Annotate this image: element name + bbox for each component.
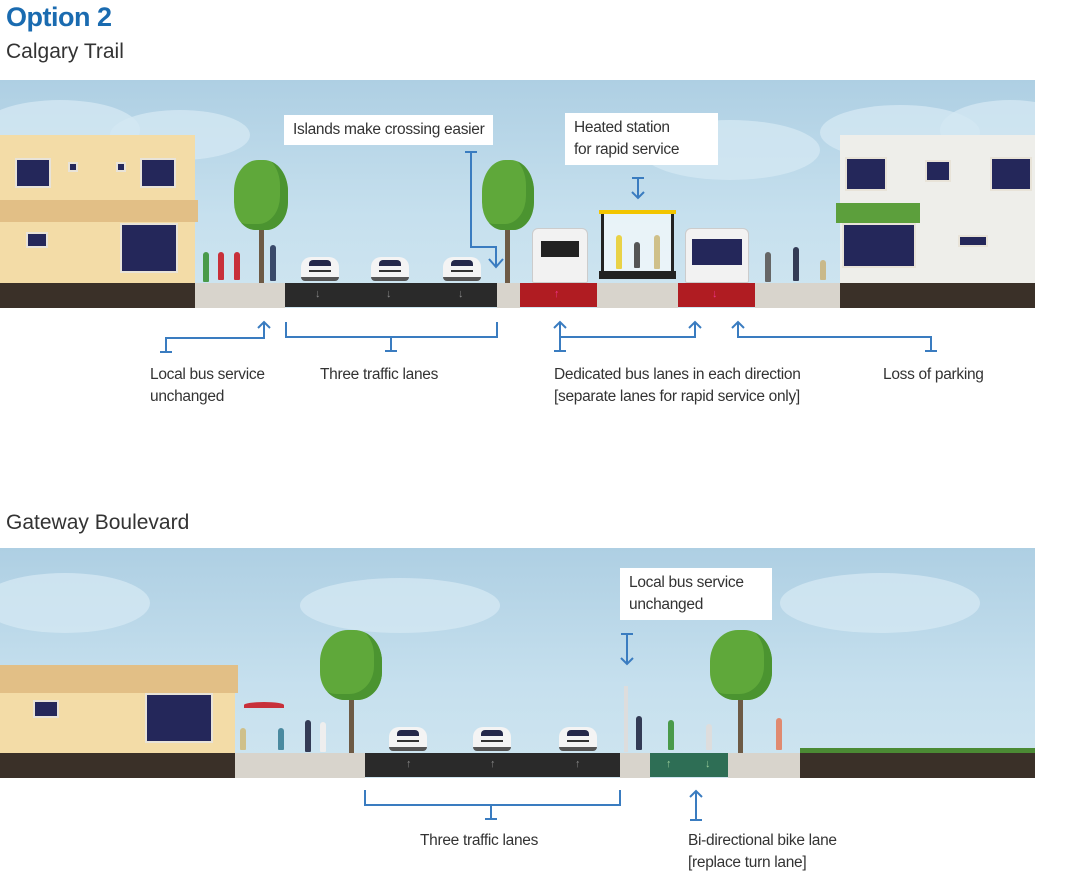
awning <box>0 200 198 222</box>
bus-rear <box>532 228 588 283</box>
bike-lane-pointer <box>689 789 703 821</box>
label-line: Bi-directional bike lane <box>688 832 837 849</box>
sidewalk <box>235 753 365 778</box>
traffic-bracket <box>285 322 498 352</box>
traffic-lanes <box>285 283 497 307</box>
local-bus-callout: Local bus service unchanged <box>620 568 772 620</box>
label-line: unchanged <box>150 388 225 405</box>
traffic-lanes-label: Three traffic lanes <box>320 366 439 383</box>
bus-lanes-bracket <box>553 320 702 352</box>
car <box>389 727 427 751</box>
bus-lane-north <box>520 283 597 307</box>
green-awning <box>836 203 920 223</box>
islands-callout: Islands make crossing easier <box>284 115 494 145</box>
label-line: [replace turn lane] <box>688 854 807 871</box>
callout-line: Local bus service <box>629 574 744 591</box>
car <box>301 257 339 281</box>
bike-lane <box>650 753 728 777</box>
car <box>559 727 597 751</box>
label-line: Local bus service <box>150 366 265 383</box>
gateway-boulevard-cross-section: ↑↑↑ ↑↓ <box>0 548 1035 778</box>
traffic-lanes <box>365 753 620 777</box>
bus-lanes-label: Dedicated bus lanes in each direction [s… <box>554 364 801 408</box>
tree <box>320 630 382 700</box>
bus-stop-pole <box>624 686 628 752</box>
calgary-trail-title: Calgary Trail <box>6 40 124 63</box>
local-bus-bracket <box>160 320 271 353</box>
tree <box>482 160 534 230</box>
station-roof <box>599 210 676 214</box>
traffic-bracket <box>364 790 621 820</box>
callout-line: Heated station <box>574 119 670 136</box>
umbrella <box>244 702 284 708</box>
bus-lane-south <box>678 283 755 307</box>
car <box>443 257 481 281</box>
car <box>473 727 511 751</box>
bike-lane-label: Bi-directional bike lane [replace turn l… <box>688 830 837 874</box>
tree <box>710 630 772 700</box>
parking-label: Loss of parking <box>883 366 984 383</box>
calgary-trail-cross-section: ↓↓↓ ↑ ↓ <box>0 80 1035 308</box>
station-platform <box>597 283 678 308</box>
sidewalk <box>195 283 285 308</box>
page-heading: Option 2 <box>6 2 112 32</box>
parking-bracket <box>731 320 937 352</box>
heated-station-callout: Heated station for rapid service <box>565 113 718 165</box>
traffic-lanes-label: Three traffic lanes <box>420 832 539 849</box>
tree <box>234 160 288 230</box>
label-line: [separate lanes for rapid service only] <box>554 388 800 405</box>
island <box>497 283 520 308</box>
local-bus-label: Local bus service unchanged <box>150 364 265 408</box>
callout-line: unchanged <box>629 596 704 613</box>
gateway-boulevard-title: Gateway Boulevard <box>6 511 190 534</box>
label-line: Dedicated bus lanes in each direction <box>554 366 801 383</box>
bus-front <box>685 228 749 283</box>
car <box>371 257 409 281</box>
callout-line: for rapid service <box>574 141 680 158</box>
